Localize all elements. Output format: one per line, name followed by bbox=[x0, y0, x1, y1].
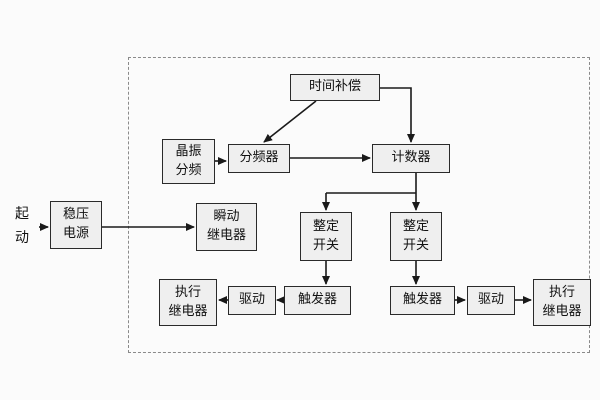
node-power-supply: 稳压 电源 bbox=[50, 201, 102, 249]
dashed-boundary bbox=[128, 57, 590, 353]
node-exec-relay-right: 执行 继电器 bbox=[533, 279, 591, 326]
node-trigger-right: 触发器 bbox=[390, 286, 455, 315]
node-trigger-left: 触发器 bbox=[284, 286, 351, 315]
node-frequency-divider: 分频器 bbox=[228, 144, 290, 173]
node-instant-relay: 瞬动 继电器 bbox=[196, 203, 257, 251]
node-setting-switch-left: 整定 开关 bbox=[300, 212, 352, 261]
node-drive-right: 驱动 bbox=[467, 286, 515, 315]
node-counter: 计数器 bbox=[372, 144, 450, 173]
node-drive-left: 驱动 bbox=[228, 286, 276, 315]
node-crystal-divider: 晶振 分频 bbox=[162, 139, 215, 184]
node-time-compensation: 时间补偿 bbox=[290, 74, 380, 101]
start-label: 起 动 bbox=[15, 206, 29, 246]
node-setting-switch-right: 整定 开关 bbox=[390, 212, 442, 261]
node-exec-relay-left: 执行 继电器 bbox=[159, 279, 217, 326]
